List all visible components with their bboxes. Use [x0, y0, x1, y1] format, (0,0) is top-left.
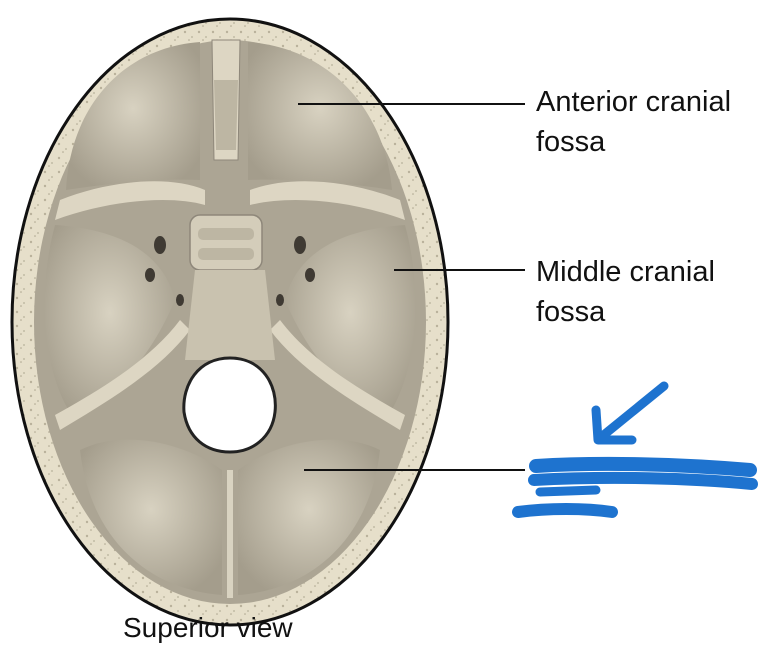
- posterior-fossa-left: [80, 439, 222, 595]
- redaction-stroke-3: [535, 485, 601, 497]
- cribriform-plate: [214, 80, 238, 150]
- petrous-ridge-right: [270, 320, 405, 430]
- middle-fossa-right: [285, 225, 416, 420]
- foramen-magnum: [182, 356, 277, 454]
- label-anterior-cranial-fossa: Anterior cranial fossa: [536, 82, 731, 162]
- petrous-ridge-left: [55, 320, 190, 430]
- redaction-stroke-4: [512, 503, 618, 518]
- redaction-stroke-2: [528, 471, 758, 490]
- redaction-stroke-1: [529, 456, 757, 477]
- label-anterior-line-2: fossa: [536, 126, 606, 158]
- anterior-fossa-right: [248, 42, 392, 190]
- lesser-wing-right: [250, 181, 405, 220]
- caption-superior-view: Superior view: [123, 612, 293, 643]
- anterior-fossa-left: [66, 42, 200, 190]
- label-middle-cranial-fossa: Middle cranial fossa: [536, 252, 715, 332]
- middle-fossa-left: [44, 225, 175, 420]
- label-anterior-line-1: Anterior cranial: [536, 86, 732, 118]
- posterior-fossa-right: [238, 439, 380, 595]
- lesser-wing-left: [55, 181, 205, 220]
- clivus: [185, 270, 275, 360]
- arrow-head: [591, 405, 637, 445]
- label-middle-line-2: fossa: [536, 296, 606, 328]
- label-middle-line-1: Middle cranial: [536, 256, 715, 288]
- arrow-shaft: [595, 381, 669, 443]
